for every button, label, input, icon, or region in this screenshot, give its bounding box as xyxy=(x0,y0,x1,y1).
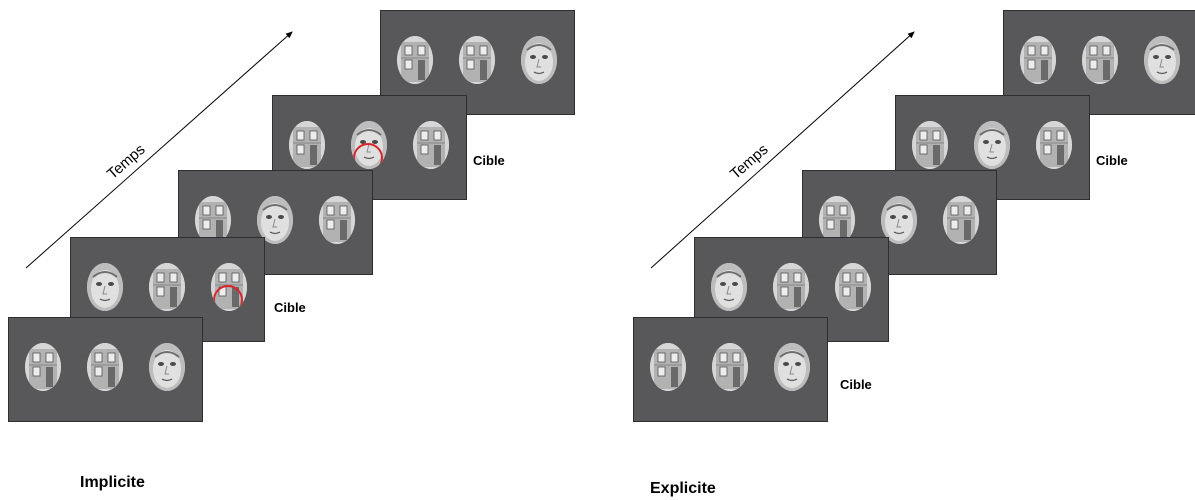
face-image-icon xyxy=(521,36,557,84)
house-image-icon xyxy=(650,343,686,391)
right-frame-0 xyxy=(633,317,828,422)
house-image-icon xyxy=(819,196,855,244)
right-frame-4 xyxy=(1003,10,1195,115)
house-image-icon xyxy=(289,121,325,169)
house-image-icon xyxy=(773,263,809,311)
face-image-icon xyxy=(87,263,123,311)
face-image-icon xyxy=(257,196,293,244)
right-axis-label: Temps xyxy=(727,141,772,183)
house-image-icon xyxy=(87,343,123,391)
left-target-label-1: Cible xyxy=(473,153,505,168)
right-target-label-2: Cible xyxy=(840,377,872,392)
house-image-icon xyxy=(319,196,355,244)
left-condition-label: Implicite xyxy=(80,474,145,491)
face-image-icon xyxy=(774,343,810,391)
house-image-icon xyxy=(211,263,247,311)
right-condition-label: Explicite xyxy=(650,480,716,497)
house-image-icon xyxy=(943,196,979,244)
face-image-icon xyxy=(881,196,917,244)
house-image-icon xyxy=(712,343,748,391)
house-image-icon xyxy=(25,343,61,391)
left-frame-0 xyxy=(8,317,203,422)
left-frame-2 xyxy=(178,170,373,275)
house-image-icon xyxy=(1082,36,1118,84)
face-image-icon xyxy=(711,263,747,311)
right-time-arrow xyxy=(650,31,915,269)
left-frame-4 xyxy=(380,10,575,115)
face-image-icon xyxy=(351,121,387,169)
house-image-icon xyxy=(1020,36,1056,84)
house-image-icon xyxy=(912,121,948,169)
face-image-icon xyxy=(974,121,1010,169)
left-time-arrow xyxy=(25,31,293,269)
house-image-icon xyxy=(195,196,231,244)
house-image-icon xyxy=(835,263,871,311)
target-ring xyxy=(213,285,243,311)
house-image-icon xyxy=(1036,121,1072,169)
right-target-label-1: Cible xyxy=(1096,153,1128,168)
face-image-icon xyxy=(1144,36,1180,84)
left-target-label-2: Cible xyxy=(274,300,306,315)
house-image-icon xyxy=(459,36,495,84)
house-image-icon xyxy=(413,121,449,169)
face-image-icon xyxy=(149,343,185,391)
house-image-icon xyxy=(149,263,185,311)
house-image-icon xyxy=(397,36,433,84)
target-ring xyxy=(353,143,383,169)
